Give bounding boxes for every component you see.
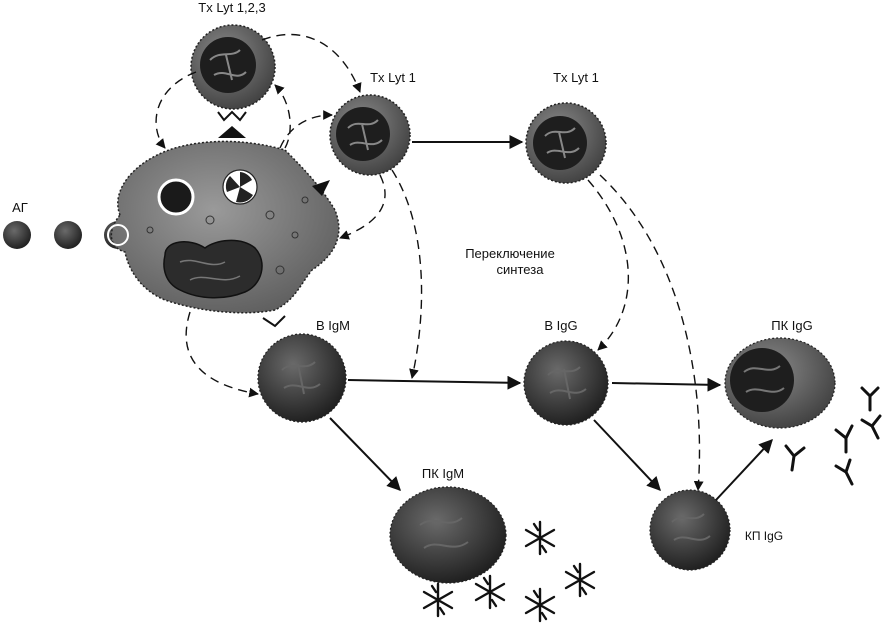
label-ag: АГ <box>12 200 28 215</box>
label-switch-line1: Переключение <box>465 246 555 261</box>
label-th-lyt1-b: Tх Lyt 1 <box>553 70 599 85</box>
dash-th1b-to-bigg <box>587 179 630 351</box>
dash-mac-to-bigm <box>185 311 259 398</box>
dash-th1a-to-line <box>391 169 423 379</box>
dashed-arrows <box>155 33 704 491</box>
label-b-igm: B IgM <box>316 318 350 333</box>
dash-th123-to-th1a <box>261 33 362 93</box>
pk-igm-cell <box>389 486 507 584</box>
label-b-igg: B IgG <box>544 318 577 333</box>
arrow-bigg-to-pkigg <box>611 377 722 392</box>
label-pk-igm: ПК IgM <box>422 466 464 481</box>
b-igg-cell <box>523 340 609 426</box>
arrow-bigm-to-bigg <box>347 375 522 390</box>
kp-igg-cell <box>649 489 731 571</box>
contact-markers <box>217 110 330 328</box>
macrophage-cell <box>107 140 340 314</box>
dash-mac-to-th123 <box>274 84 291 149</box>
arrow-kpigg-to-pkigg <box>715 438 773 501</box>
label-kp-igg: КП IgG <box>745 529 783 543</box>
th-lyt123-cell <box>190 24 276 110</box>
arrow-bigm-to-pkigm <box>329 417 401 492</box>
label-th-lyt1-a: Tх Lyt 1 <box>370 70 416 85</box>
dash-th1b-to-kpigg <box>599 174 704 491</box>
pk-igg-cell <box>724 337 836 429</box>
igm-pentamers <box>422 520 596 623</box>
th-lyt1-cell-b <box>525 102 607 184</box>
arrow-bigg-to-kpigg <box>593 419 661 492</box>
igg-antibodies <box>784 386 882 486</box>
solid-arrows <box>329 135 773 501</box>
b-igm-cell <box>257 333 347 423</box>
dash-th123-to-mac <box>155 71 197 149</box>
label-pk-igg: ПК IgG <box>771 318 812 333</box>
label-switch-line2: синтеза <box>497 262 545 277</box>
antigen-particle-2 <box>54 221 82 249</box>
label-th-lyt123: Tх Lyt 1,2,3 <box>198 0 265 15</box>
dash-mac-to-th1a <box>279 110 333 149</box>
dash-th1a-to-mac <box>339 174 386 240</box>
antigen-particle-1 <box>3 221 31 249</box>
th-lyt1-cell-a <box>329 94 411 176</box>
